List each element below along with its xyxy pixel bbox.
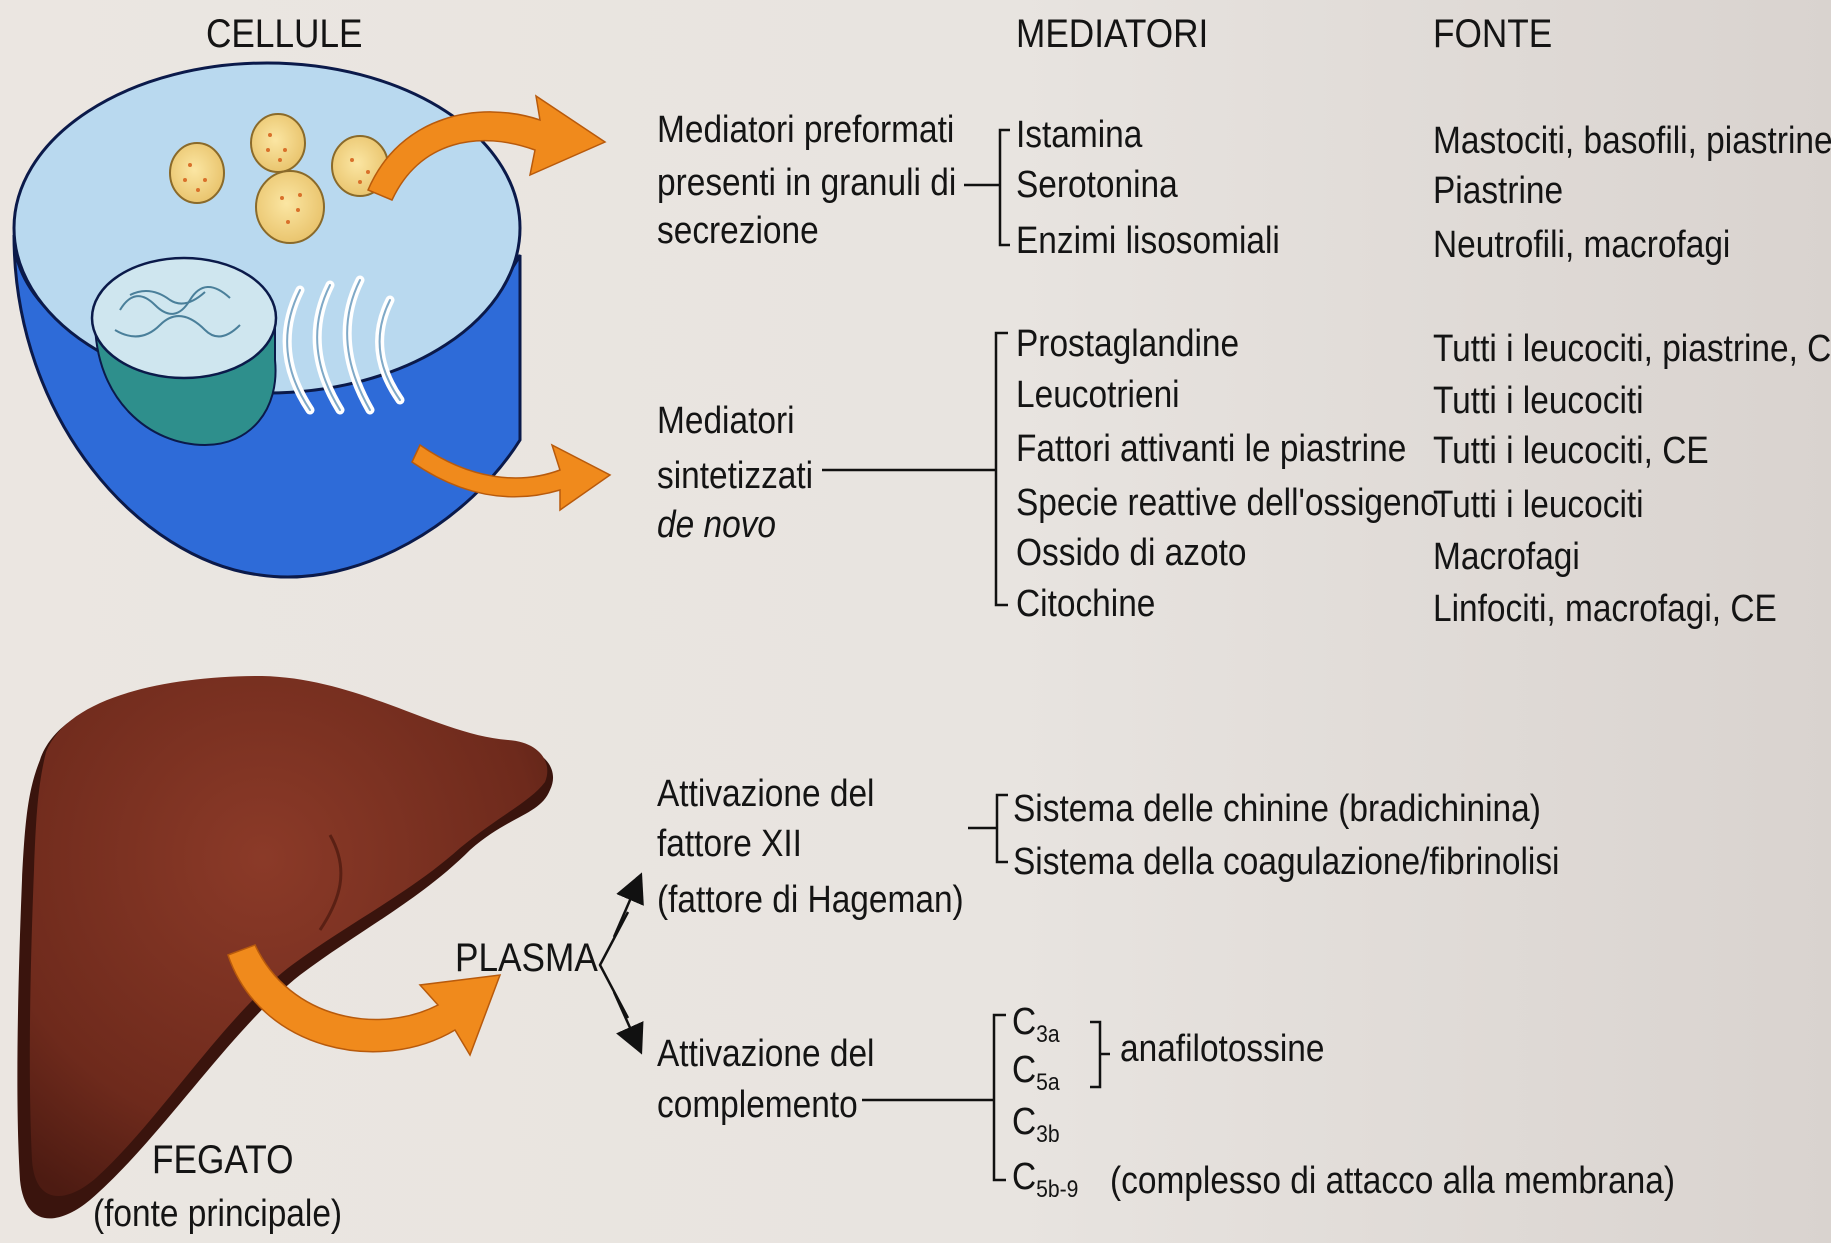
group-label-line: (fattore di Hageman) bbox=[657, 879, 964, 921]
group-label-line: presenti in granuli di bbox=[657, 162, 957, 204]
mediator-name: Enzimi lisosomiali bbox=[1016, 220, 1280, 262]
mac-label: (complesso di attacco alla membrana) bbox=[1110, 1160, 1676, 1202]
liver-arrow-icon bbox=[227, 944, 502, 1057]
mediator-name: Istamina bbox=[1016, 114, 1143, 156]
connector-lines bbox=[822, 128, 1110, 1182]
mediator-source: Linfociti, macrofagi, CE bbox=[1433, 588, 1777, 630]
group-label-line: Attivazione del bbox=[657, 773, 875, 815]
granules-icon bbox=[169, 113, 389, 244]
system-name: Sistema delle chinine (bradichinina) bbox=[1013, 788, 1541, 830]
group-label-line: secrezione bbox=[657, 210, 819, 252]
mediator-source: Tutti i leucociti, piastrine, CE bbox=[1433, 328, 1831, 370]
group-label-line: sintetizzati bbox=[657, 455, 814, 497]
mediator-source: Mastociti, basofili, piastrine bbox=[1433, 120, 1831, 162]
mediator-source: Neutrofili, macrofagi bbox=[1433, 224, 1731, 266]
mediator-name: Ossido di azoto bbox=[1016, 532, 1247, 574]
cell-illustration bbox=[12, 61, 522, 579]
mediator-source: Tutti i leucociti bbox=[1433, 380, 1644, 422]
complement-fragment: C3b bbox=[1012, 1101, 1060, 1148]
mediator-source: Tutti i leucociti bbox=[1433, 484, 1644, 526]
nucleus-icon bbox=[90, 256, 278, 447]
group-label-line: complemento bbox=[657, 1084, 858, 1126]
liver-title: FEGATO bbox=[152, 1138, 294, 1182]
group-label-line: fattore XII bbox=[657, 823, 802, 865]
mediator-name: Fattori attivanti le piastrine bbox=[1016, 428, 1407, 470]
liver-illustration bbox=[17, 676, 554, 1219]
header-source: FONTE bbox=[1433, 12, 1553, 56]
mediator-name: Serotonina bbox=[1016, 164, 1178, 206]
mediator-source: Tutti i leucociti, CE bbox=[1433, 430, 1709, 472]
group-label-line: Attivazione del bbox=[657, 1033, 875, 1075]
header-mediators: MEDIATORI bbox=[1016, 12, 1209, 56]
group-label-line: Mediatori preformati bbox=[657, 109, 955, 151]
mediator-source: Macrofagi bbox=[1433, 536, 1580, 578]
liver-subtitle: (fonte principale) bbox=[93, 1193, 343, 1235]
plasma-arrow-down bbox=[612, 991, 644, 1055]
mediator-name: Prostaglandine bbox=[1016, 323, 1240, 365]
mediator-name: Leucotrieni bbox=[1016, 374, 1180, 416]
anaphylatoxins-label: anafilotossine bbox=[1120, 1028, 1325, 1070]
orange-arrow-icon bbox=[367, 94, 612, 512]
group-label-line: Mediatori bbox=[657, 400, 795, 442]
complement-fragment: C3a bbox=[1012, 1001, 1060, 1048]
plasma-label: PLASMA bbox=[455, 936, 598, 980]
plasma-arrow-up bbox=[612, 872, 644, 938]
header-cells: CELLULE bbox=[206, 12, 363, 56]
system-name: Sistema della coagulazione/fibrinolisi bbox=[1013, 841, 1560, 883]
complement-fragment: C5b-9 bbox=[1012, 1156, 1079, 1203]
group-label-line: de novo bbox=[657, 504, 777, 546]
mediator-source: Piastrine bbox=[1433, 170, 1564, 212]
complement-fragment: C5a bbox=[1012, 1049, 1060, 1096]
mediator-name: Specie reattive dell'ossigeno bbox=[1016, 482, 1439, 524]
mediator-name: Citochine bbox=[1016, 583, 1156, 625]
